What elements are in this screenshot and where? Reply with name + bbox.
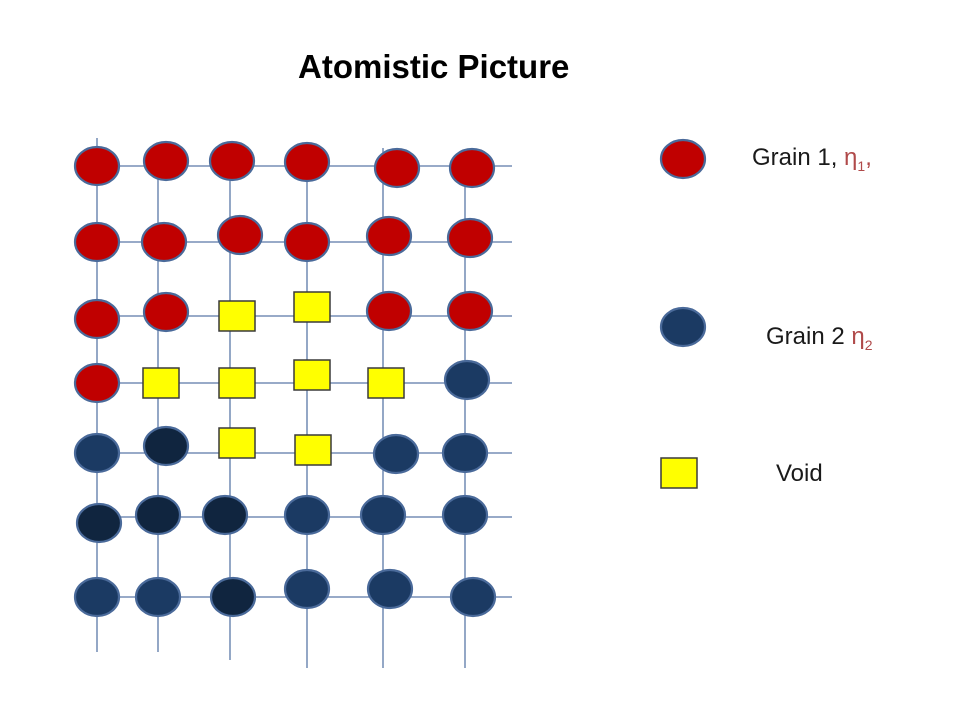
blue-circle-icon bbox=[659, 306, 707, 348]
grain2-atom bbox=[359, 494, 407, 536]
yellow-square-icon bbox=[660, 457, 698, 489]
grain2-atom bbox=[449, 576, 497, 618]
legend-grain1-label: Grain 1, bbox=[752, 144, 838, 171]
grain1-atom bbox=[208, 140, 256, 182]
lattice-sites bbox=[73, 140, 497, 618]
grain2-atom bbox=[283, 494, 331, 536]
grain2-atom bbox=[201, 494, 249, 536]
grain2-atom bbox=[134, 494, 182, 536]
legend-icons bbox=[659, 138, 707, 489]
grain2-atom bbox=[443, 359, 491, 401]
red-circle-icon bbox=[659, 138, 707, 180]
void-site bbox=[218, 300, 256, 332]
grain1-atom bbox=[283, 141, 331, 183]
page-title: Atomistic Picture bbox=[298, 48, 570, 85]
void-site bbox=[293, 359, 331, 391]
void-site bbox=[218, 427, 256, 459]
grain1-atom bbox=[216, 214, 264, 256]
legend-grain2: Grain 2 η2 bbox=[766, 323, 873, 353]
grain1-atom bbox=[73, 221, 121, 263]
grain2-atom bbox=[283, 568, 331, 610]
legend-grain2-label: Grain 2 bbox=[766, 323, 845, 350]
grain2-atom bbox=[441, 494, 489, 536]
grain1-atom bbox=[446, 217, 494, 259]
grain2-atom bbox=[134, 576, 182, 618]
grain1-atom bbox=[448, 147, 496, 189]
grain1-atom bbox=[373, 147, 421, 189]
grain2-atom bbox=[366, 568, 414, 610]
grain2-atom bbox=[75, 502, 123, 544]
void-site bbox=[142, 367, 180, 399]
grain1-atom bbox=[283, 221, 331, 263]
void-site bbox=[218, 367, 256, 399]
legend-grain1: Grain 1, η1, bbox=[752, 144, 872, 174]
grain2-atom bbox=[209, 576, 257, 618]
grain1-atom bbox=[140, 221, 188, 263]
grain1-atom bbox=[365, 290, 413, 332]
grain1-atom bbox=[446, 290, 494, 332]
grain2-atom bbox=[372, 433, 420, 475]
legend-void-label: Void bbox=[776, 460, 823, 487]
grain2-atom bbox=[73, 576, 121, 618]
legend-grain2-symbol: η2 bbox=[851, 323, 873, 353]
grain1-atom bbox=[142, 291, 190, 333]
legend-void: Void bbox=[776, 460, 823, 488]
void-site bbox=[293, 291, 331, 323]
grain2-atom bbox=[142, 425, 190, 467]
grain1-atom bbox=[365, 215, 413, 257]
grain1-atom bbox=[73, 362, 121, 404]
grain1-atom bbox=[73, 145, 121, 187]
void-site bbox=[367, 367, 405, 399]
legend-grain1-symbol: η1, bbox=[844, 144, 872, 174]
grain1-atom bbox=[142, 140, 190, 182]
grain2-atom bbox=[73, 432, 121, 474]
grain2-atom bbox=[441, 432, 489, 474]
void-site bbox=[294, 434, 332, 466]
grain1-atom bbox=[73, 298, 121, 340]
